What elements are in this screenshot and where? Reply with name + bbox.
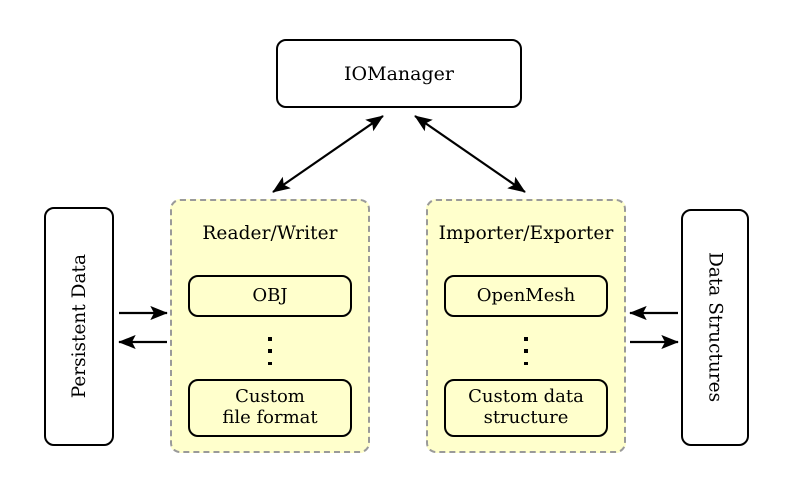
node-iomanager[interactable]: IOManager [276, 39, 522, 108]
node-custom-data-structure-line1: Custom data [468, 386, 584, 408]
node-custom-file-format-label: Custom file format [222, 386, 318, 428]
node-custom-data-structure[interactable]: Custom data structure [444, 379, 608, 437]
node-openmesh[interactable]: OpenMesh [444, 275, 608, 317]
node-custom-data-structure-label: Custom data structure [468, 386, 584, 428]
node-custom-file-format[interactable]: Custom file format [188, 379, 352, 437]
node-data-structures[interactable]: Data Structures [681, 209, 749, 446]
ellipsis-importer-exporter [428, 337, 624, 365]
node-openmesh-label: OpenMesh [476, 284, 576, 306]
arrow-iomanager-importer-exporter [414, 115, 526, 193]
node-obj-label: OBJ [252, 284, 288, 306]
iomanager-label: IOManager [344, 62, 454, 85]
persistent-data-label: Persistent Data [68, 254, 90, 399]
panel-importer-exporter-title: Importer/Exporter [438, 223, 614, 244]
panel-reader-writer[interactable]: Reader/Writer OBJ Custom file format [170, 199, 370, 453]
node-obj[interactable]: OBJ [188, 275, 352, 317]
node-custom-file-format-line2: file format [222, 407, 318, 428]
arrow-iomanager-reader-writer [272, 115, 384, 193]
node-custom-file-format-line1: Custom [235, 386, 305, 408]
node-custom-data-structure-line2: structure [483, 407, 569, 428]
node-persistent-data[interactable]: Persistent Data [44, 207, 114, 446]
panel-reader-writer-title: Reader/Writer [202, 223, 338, 244]
panel-importer-exporter[interactable]: Importer/Exporter OpenMesh Custom data s… [426, 199, 626, 453]
ellipsis-reader-writer [172, 337, 368, 365]
data-structures-label: Data Structures [704, 252, 726, 403]
